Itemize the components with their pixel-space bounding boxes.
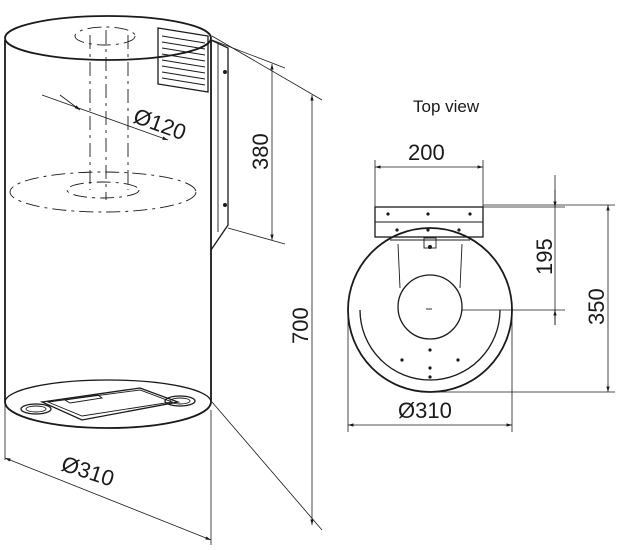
dim-total-depth-label: 350 (584, 288, 609, 325)
hood-cylinder (4, 15, 212, 429)
top-view: Top view 200 (347, 97, 615, 432)
dim-duct-height-label: 380 (248, 133, 273, 170)
light-left-icon (20, 403, 52, 415)
duct-inner-outline (66, 181, 140, 199)
control-panel (20, 387, 196, 421)
top-view-title: Top view (413, 97, 480, 116)
dim-bracket-width-label: 200 (408, 140, 445, 165)
dim-bracket-width: 200 (374, 140, 484, 210)
dim-diameter-small: Ø120 (41, 94, 189, 145)
dim-duct-height: 380 (211, 39, 286, 245)
light-right-icon (164, 395, 196, 407)
duct-opening-circle (397, 274, 463, 340)
dim-total-height-label: 700 (288, 307, 313, 344)
duct-top-outline (74, 26, 136, 46)
dim-total-depth: 350 (430, 204, 615, 393)
duct-middle-outline (9, 171, 197, 213)
duct-centre-lines (89, 30, 129, 200)
dim-total-height: 700 (211, 35, 323, 531)
dim-bracket-depth: 195 (462, 175, 565, 325)
dim-bracket-depth-label: 195 (532, 238, 557, 275)
dim-diameter-body: Ø310 (4, 405, 212, 545)
vent-grille (157, 27, 209, 93)
dim-diameter-small-label: Ø120 (130, 103, 189, 145)
side-view: Ø120 380 700 Ø310 (4, 15, 323, 545)
top-bracket (374, 206, 484, 238)
dim-diameter-top: Ø310 (347, 310, 513, 432)
dim-diameter-body-label: Ø310 (58, 451, 117, 491)
wall-bracket (210, 39, 229, 251)
dim-diameter-top-label: Ø310 (398, 398, 452, 423)
